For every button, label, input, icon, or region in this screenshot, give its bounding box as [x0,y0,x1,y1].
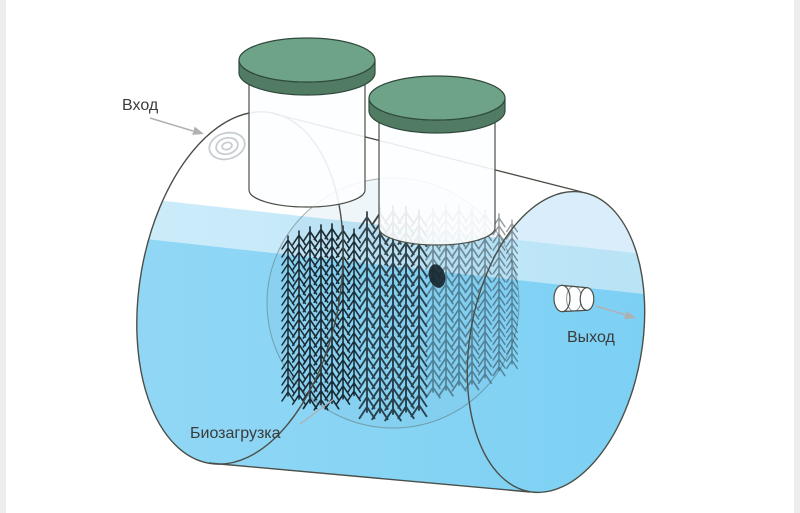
biomedia-annotation: Биозагрузка [190,398,335,442]
riser-rear [368,75,506,246]
water-surface-band [120,196,668,298]
outlet-arrow-head-icon [624,311,636,320]
outlet-pipe-top-edge [561,284,588,289]
inlet-arrow [149,117,194,132]
brush-clump [428,264,446,288]
outlet-pipe-base [553,284,571,313]
riser-rear-neck [378,105,496,246]
biomedia-label: Биозагрузка [190,425,281,442]
tank-water [120,191,668,507]
outlet-pipe [553,284,595,313]
biomedia-pointer-line [299,398,335,425]
tank-bottom-edge [208,462,531,493]
right-page-edge [794,0,800,513]
outlet-pipe-bottom-edge [561,309,588,313]
riser-rear-lid-top [368,75,506,121]
outlet-annotation: Выход [567,305,636,346]
outlet-label: Выход [567,329,616,346]
inlet-ring-inner [221,141,233,151]
inlet-port [208,131,246,161]
outlet-pipe-end [579,287,595,311]
riser-front [238,37,376,208]
inlet-arrow-head-icon [192,126,204,135]
left-page-edge [0,0,6,513]
riser-front-lid-top [238,37,376,83]
inlet-label: Вход [122,97,159,114]
riser-front-neck [248,67,366,208]
outlet-arrow [595,305,627,316]
inlet-ring-middle [215,136,239,156]
inlet-annotation: Вход [122,97,204,135]
bio-media-brushes [281,205,519,422]
inlet-ring-outer [208,131,246,161]
